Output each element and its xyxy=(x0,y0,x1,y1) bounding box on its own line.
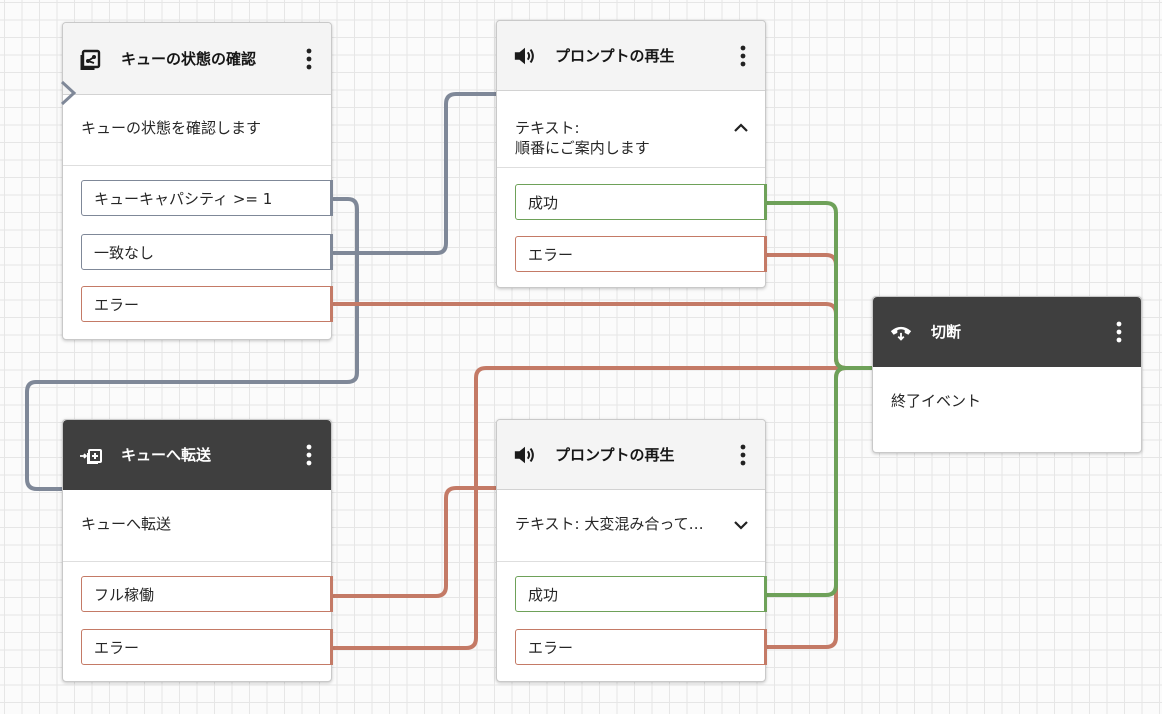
branch-no-match[interactable]: 一致なし xyxy=(81,234,333,270)
play-prompt-header[interactable]: プロンプトの再生 xyxy=(497,21,765,91)
divider xyxy=(63,561,331,562)
disconnect-block[interactable]: 切断 終了イベント xyxy=(872,296,1142,453)
branch-label: 成功 xyxy=(528,585,559,604)
hang-up-icon xyxy=(889,320,913,344)
block-title: キューへ転送 xyxy=(121,446,212,464)
branch-connector-handle[interactable] xyxy=(764,576,767,612)
branch-label: エラー xyxy=(528,245,574,264)
branch-connector-handle[interactable] xyxy=(330,234,333,270)
check-queue-input-arrow xyxy=(60,80,77,106)
branch-label: 一致なし xyxy=(94,243,155,262)
transfer-to-queue-icon xyxy=(79,443,103,467)
more-options-icon[interactable] xyxy=(733,441,753,469)
block-description: キューへ転送 xyxy=(81,515,172,533)
transfer-to-queue-header[interactable]: キューへ転送 xyxy=(63,420,331,490)
branch-label: キューキャパシティ >= 1 xyxy=(94,189,273,208)
more-options-icon[interactable] xyxy=(299,441,319,469)
branch-error[interactable]: エラー xyxy=(515,629,767,665)
connector-prompt1-success-to-disconnect xyxy=(764,201,890,370)
play-prompt-block-1[interactable]: プロンプトの再生 テキスト: 順番にご案内します 成功 エラー xyxy=(496,20,767,288)
branch-label: エラー xyxy=(94,295,140,314)
block-description: キューの状態を確認します xyxy=(81,119,262,137)
branch-connector-handle[interactable] xyxy=(764,629,767,665)
connector-check-error-to-disconnect xyxy=(332,302,890,370)
divider xyxy=(497,561,765,562)
transfer-to-queue-block[interactable]: キューへ転送 キューへ転送 フル稼働 エラー xyxy=(62,419,333,682)
connector-prompt1-error-to-disconnect xyxy=(764,253,848,370)
block-description-text: 順番にご案内します xyxy=(515,139,650,157)
block-description: テキスト: 大変混み合って… xyxy=(515,515,704,533)
branch-connector-handle[interactable] xyxy=(330,286,333,322)
branch-connector-handle[interactable] xyxy=(330,180,333,216)
disconnect-header[interactable]: 切断 xyxy=(873,297,1141,367)
connector-full-to-prompt2 xyxy=(332,486,515,598)
branch-full-capacity[interactable]: フル稼働 xyxy=(81,576,333,612)
more-options-icon[interactable] xyxy=(1109,318,1129,346)
branch-label: エラー xyxy=(528,638,574,657)
check-queue-status-block[interactable]: キューの状態の確認 キューの状態を確認します キューキャパシティ >= 1 一致… xyxy=(62,22,333,340)
block-title: プロンプトの再生 xyxy=(555,446,675,464)
speaker-icon xyxy=(513,44,537,68)
branch-connector-handle[interactable] xyxy=(330,576,333,612)
more-options-icon[interactable] xyxy=(299,45,319,73)
block-description: 終了イベント xyxy=(891,392,982,410)
connector-nomatch-to-prompt1 xyxy=(332,92,515,255)
check-queue-status-icon xyxy=(79,47,103,71)
branch-connector-handle[interactable] xyxy=(764,184,767,220)
branch-error[interactable]: エラー xyxy=(81,629,333,665)
block-title: 切断 xyxy=(931,323,962,341)
speaker-icon xyxy=(513,443,537,467)
chevron-up-icon[interactable] xyxy=(733,119,749,135)
branch-label: フル稼働 xyxy=(94,585,155,604)
block-title: キューの状態の確認 xyxy=(121,50,257,68)
connector-prompt2-success-to-disconnect xyxy=(764,366,890,597)
branch-success[interactable]: 成功 xyxy=(515,576,767,612)
block-description-label: テキスト: xyxy=(515,119,580,137)
branch-connector-handle[interactable] xyxy=(330,629,333,665)
branch-error[interactable]: エラー xyxy=(515,236,767,272)
branch-success[interactable]: 成功 xyxy=(515,184,767,220)
branch-connector-handle[interactable] xyxy=(764,236,767,272)
connector-prompt2-error-to-disconnect xyxy=(764,366,848,649)
branch-queue-capacity[interactable]: キューキャパシティ >= 1 xyxy=(81,180,333,216)
block-title: プロンプトの再生 xyxy=(555,47,675,65)
branch-label: 成功 xyxy=(528,193,559,212)
divider xyxy=(497,167,765,168)
branch-error[interactable]: エラー xyxy=(81,286,333,322)
branch-label: エラー xyxy=(94,638,140,657)
more-options-icon[interactable] xyxy=(733,42,753,70)
chevron-down-icon[interactable] xyxy=(733,517,749,533)
play-prompt-block-2[interactable]: プロンプトの再生 テキスト: 大変混み合って… 成功 エラー xyxy=(496,419,767,682)
divider xyxy=(63,165,331,166)
check-queue-status-header[interactable]: キューの状態の確認 xyxy=(63,23,331,95)
play-prompt-header[interactable]: プロンプトの再生 xyxy=(497,420,765,490)
